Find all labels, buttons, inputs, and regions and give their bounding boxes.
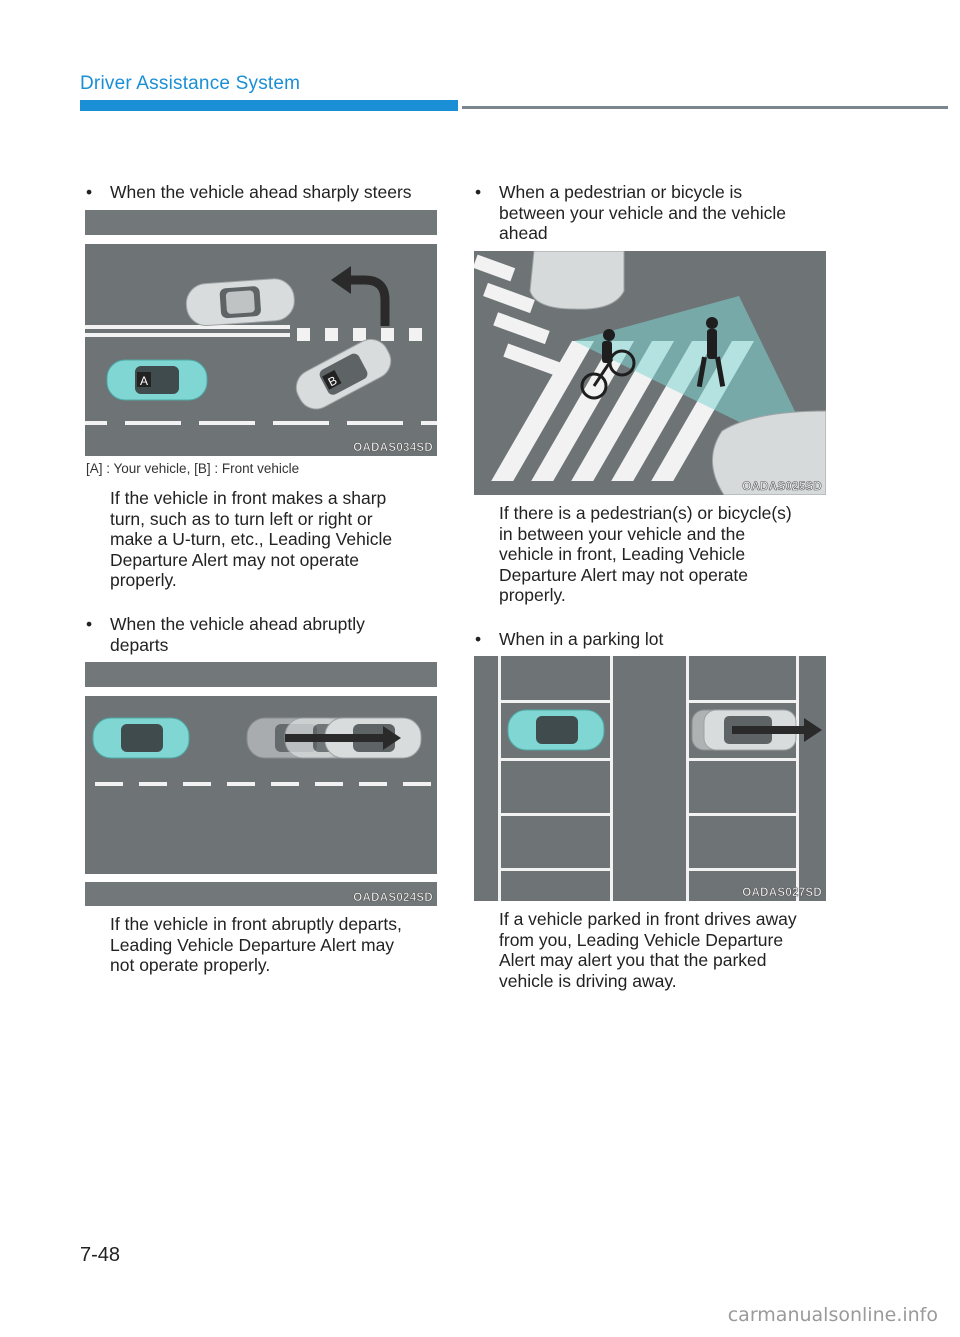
sharp-steer-illustration: A B: [85, 210, 437, 456]
paragraph-line: from you, Leading Vehicle Departure: [499, 929, 784, 950]
figure-pedestrian: OADAS025SD: [474, 251, 826, 495]
bullet-dot: •: [475, 629, 482, 649]
figure-code: OADAS027SD: [742, 887, 822, 900]
page-number: 7-48: [80, 1244, 121, 1266]
figure-code: OADAS025SD: [742, 481, 822, 494]
figure-abrupt-depart: OADAS024SD: [85, 662, 437, 906]
paragraph-line: If the vehicle in front abruptly departs…: [110, 914, 402, 934]
paragraph-pedestrian: If there is a pedestrian(s) or bicycle(s…: [499, 503, 839, 606]
bullet-text: When a pedestrian or bicycle is between …: [499, 182, 786, 243]
bullet-parking-lot: • When in a parking lot: [475, 629, 835, 650]
paragraph-line: vehicle in front, Leading Vehicle: [499, 544, 746, 564]
paragraph-line: in between your vehicle and the: [499, 523, 746, 544]
header-accent-bar: [80, 100, 458, 111]
abrupt-depart-illustration: [85, 662, 437, 906]
paragraph-line: properly.: [499, 585, 566, 605]
paragraph-line: If the vehicle in front makes a sharp: [110, 488, 387, 508]
figure-sharp-steer: A B OADAS034SD: [85, 210, 437, 456]
bullet-dot: •: [475, 182, 482, 202]
section-title: Driver Assistance System: [80, 73, 301, 94]
pedestrian-illustration: [474, 251, 826, 495]
paragraph-line: Leading Vehicle Departure Alert may: [110, 934, 395, 955]
paragraph-line: Departure Alert may not operate: [110, 549, 360, 570]
watermark: carmanualsonline.info: [727, 1304, 938, 1326]
paragraph-line: properly.: [110, 570, 177, 590]
paragraph-sharp-steer: If the vehicle in front makes a sharp tu…: [110, 488, 450, 591]
bullet-text: When in a parking lot: [499, 629, 664, 649]
paragraph-line: turn, such as to turn left or right or: [110, 508, 373, 529]
figure-parking-lot: OADAS027SD: [474, 656, 826, 901]
header-rule: [462, 106, 948, 109]
figure-code: OADAS024SD: [353, 892, 433, 905]
paragraph-abrupt-depart: If the vehicle in front abruptly departs…: [110, 914, 450, 976]
bullet-text: When the vehicle ahead sharply steers: [110, 182, 412, 202]
paragraph-line: make a U-turn, etc., Leading Vehicle: [110, 529, 393, 549]
paragraph-line: If there is a pedestrian(s) or bicycle(s…: [499, 503, 792, 523]
paragraph-line: not operate properly.: [110, 955, 271, 975]
bullet-text: When the vehicle ahead abruptly departs: [110, 614, 365, 655]
paragraph-line: Alert may alert you that the parked: [499, 950, 767, 970]
bullet-pedestrian: • When a pedestrian or bicycle is betwee…: [475, 182, 835, 244]
paragraph-parking-lot: If a vehicle parked in front drives away…: [499, 909, 839, 991]
vehicle-label-a: A: [140, 374, 148, 388]
bullet-dot: •: [86, 182, 93, 202]
bullet-dot: •: [86, 614, 93, 634]
figure-caption: [A] : Your vehicle, [B] : Front vehicle: [86, 461, 300, 476]
paragraph-line: Departure Alert may not operate: [499, 564, 749, 585]
parking-lot-illustration: [474, 656, 826, 901]
paragraph-line: vehicle is driving away.: [499, 970, 677, 991]
paragraph-line: If a vehicle parked in front drives away: [499, 909, 797, 929]
bullet-abrupt-depart: • When the vehicle ahead abruptly depart…: [86, 614, 446, 655]
figure-code: OADAS034SD: [353, 442, 433, 455]
bullet-sharp-steer: • When the vehicle ahead sharply steers: [86, 182, 446, 203]
